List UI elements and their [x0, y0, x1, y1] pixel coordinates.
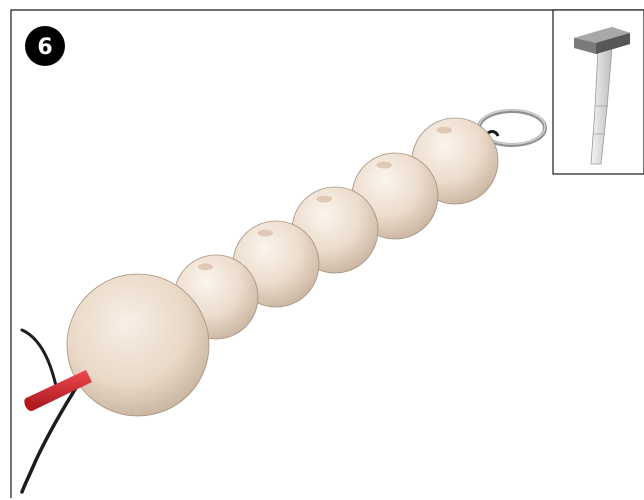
- large-bead: [66, 273, 210, 417]
- bead-strand: [66, 117, 499, 417]
- tool-inset: [552, 9, 644, 175]
- step-badge: 6: [25, 26, 65, 66]
- step-number: 6: [37, 35, 52, 60]
- bead-hole: [197, 263, 214, 271]
- hammer-icon: [574, 27, 630, 165]
- bead-hole: [436, 126, 452, 134]
- bead-hole: [376, 161, 392, 169]
- bead-hole: [316, 195, 332, 203]
- frame-border: [10, 9, 644, 498]
- red-pin: [24, 370, 92, 412]
- bead-hole: [257, 229, 273, 237]
